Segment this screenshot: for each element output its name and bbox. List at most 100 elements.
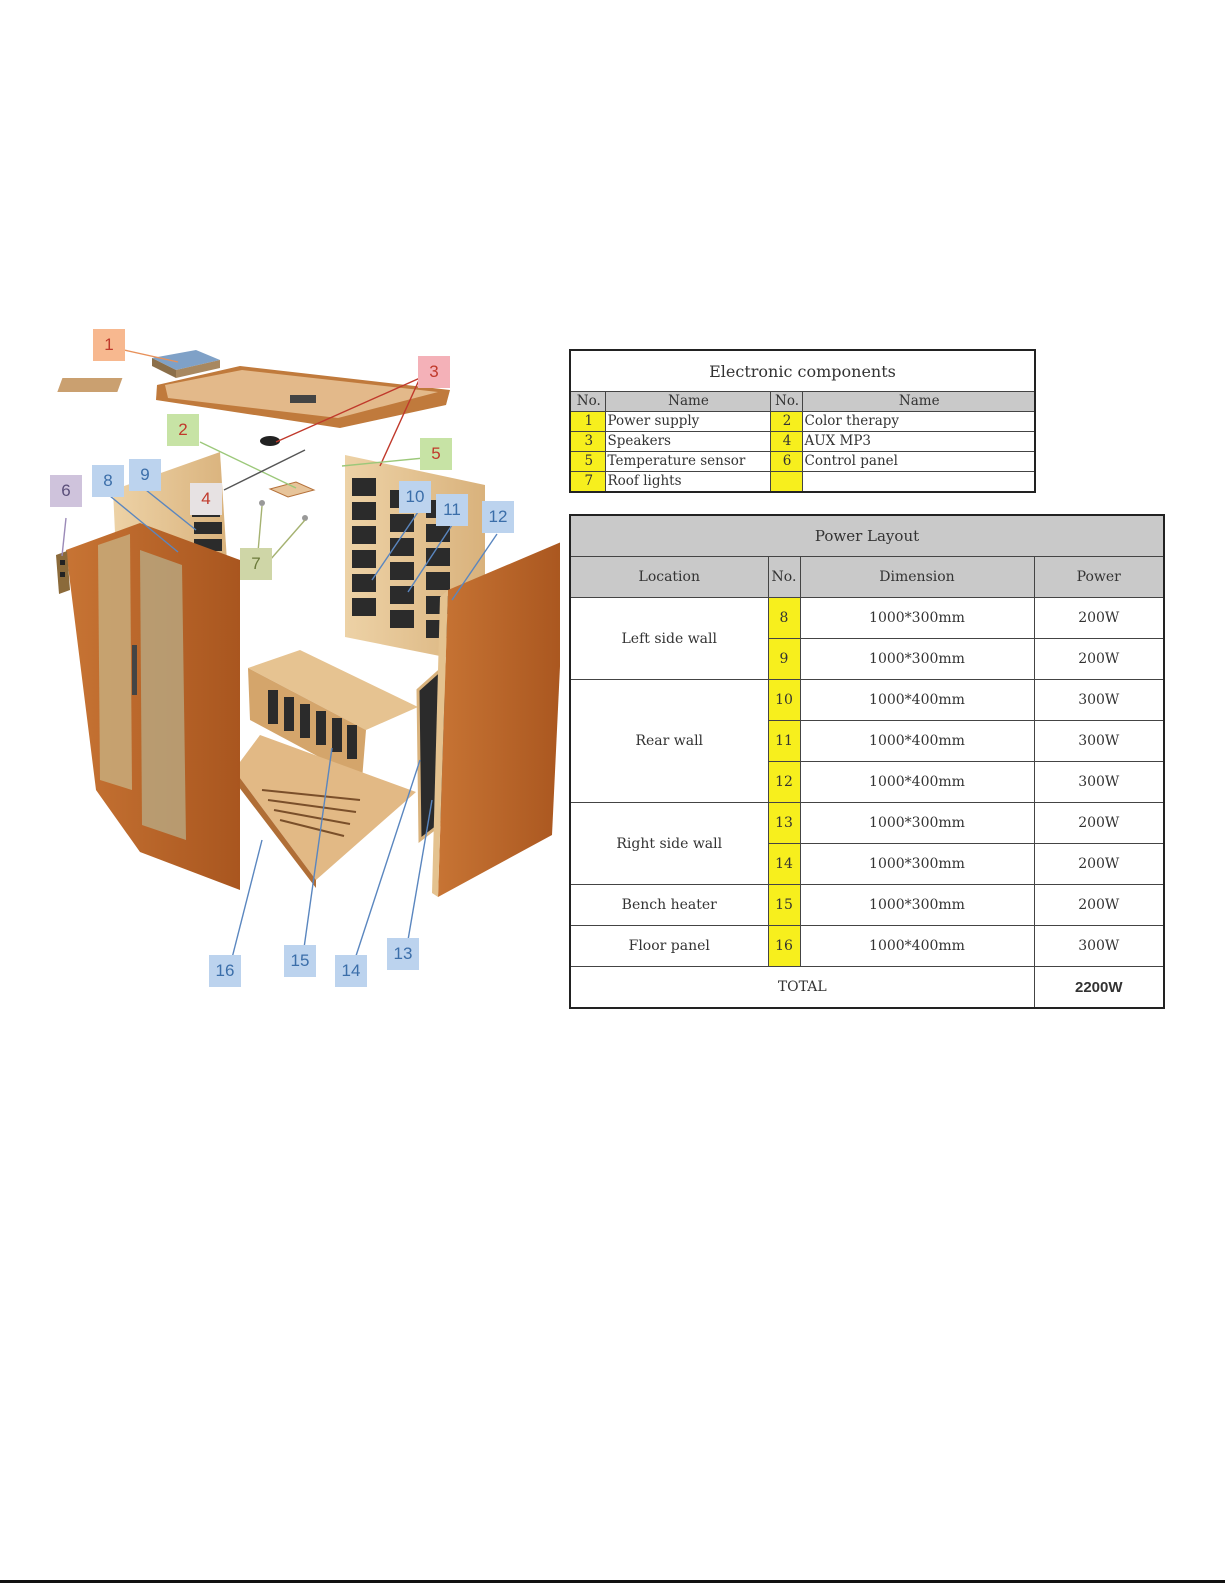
table-row: 5 Temperature sensor 6 Control panel [569, 451, 1036, 472]
control-panel [56, 551, 70, 594]
header-name: Name [604, 391, 771, 412]
right-side-wall [432, 542, 560, 897]
power-cell: 300W [1033, 925, 1165, 967]
callout-label: 3 [429, 362, 439, 381]
location-cell: Left side wall [569, 597, 769, 680]
table-row: 1 Power supply 2 Color therapy [569, 411, 1036, 432]
table-row: Right side wall 13 1000*300mm 200W [569, 802, 1165, 885]
component-number: 7 [569, 471, 606, 493]
dimension-cell: 1000*400mm [799, 720, 1035, 762]
power-cell: 200W [1033, 638, 1165, 680]
component-name: Color therapy [801, 411, 1036, 432]
component-name [801, 471, 1036, 493]
total-row: TOTAL 2200W [569, 966, 1165, 1009]
callout-8: 8 [92, 465, 124, 497]
dimension-cell: 1000*300mm [799, 638, 1035, 680]
component-number: 4 [769, 431, 803, 452]
dimension-cell: 1000*300mm [799, 802, 1035, 844]
table-row: Left side wall 8 1000*300mm 200W [569, 597, 1165, 680]
component-name: Power supply [604, 411, 771, 432]
callout-9: 9 [129, 459, 161, 491]
power-cell: 200W [1033, 802, 1165, 844]
electronic-table-title: Electronic components [569, 349, 1036, 392]
heater-number: 10 [767, 679, 801, 721]
header-location: Location [569, 556, 769, 598]
callout-label: 16 [215, 961, 235, 980]
roof-light-1 [259, 500, 265, 506]
callout-1: 1 [93, 329, 125, 361]
total-value: 2200W [1033, 966, 1165, 1009]
table-row: Rear wall 10 1000*400mm 300W [569, 679, 1165, 803]
power-supply-box [152, 350, 220, 378]
callout-10: 10 [399, 481, 431, 513]
callout-label: 9 [140, 465, 150, 484]
callout-label: 11 [443, 500, 461, 519]
power-cell: 300W [1033, 679, 1165, 721]
component-number: 6 [769, 451, 803, 472]
heater-number: 12 [767, 761, 801, 803]
component-number: 2 [769, 411, 803, 432]
component-number [769, 471, 803, 493]
floor-panel [232, 735, 416, 888]
front-door-panel [66, 523, 240, 890]
callout-11: 11 [436, 494, 468, 526]
component-name: Temperature sensor [604, 451, 771, 472]
callout-label: 12 [488, 507, 508, 526]
power-cell: 200W [1033, 843, 1165, 885]
callout-label: 13 [393, 944, 413, 963]
power-cell: 200W [1033, 597, 1165, 639]
component-number: 3 [569, 431, 606, 452]
location-cell: Bench heater [569, 884, 769, 926]
location-cell: Rear wall [569, 679, 769, 803]
callout-label: 14 [341, 961, 361, 980]
callout-15: 15 [284, 945, 316, 977]
dimension-cell: 1000*300mm [799, 843, 1035, 885]
callout-6: 6 [50, 475, 82, 507]
callout-7: 7 [240, 548, 272, 580]
callout-label: 5 [431, 444, 441, 463]
sauna-exploded-diagram [56, 349, 560, 963]
power-table-title: Power Layout [569, 514, 1165, 557]
heater-number: 16 [767, 925, 801, 967]
table-row: Floor panel 16 1000*400mm 300W [569, 925, 1165, 967]
total-label: TOTAL [569, 966, 1035, 1009]
callout-label: 7 [251, 554, 261, 573]
header-no: No. [569, 391, 606, 412]
power-cell: 200W [1033, 884, 1165, 926]
table-row: 7 Roof lights [569, 471, 1036, 493]
heater-number: 15 [767, 884, 801, 926]
callout-label: 10 [405, 487, 425, 506]
dimension-cell: 1000*400mm [799, 925, 1035, 967]
callout-5: 5 [420, 438, 452, 470]
roof-panel [57, 366, 450, 428]
callout-label: 15 [290, 951, 310, 970]
table-row: 12 1000*400mm 300W [570, 761, 1165, 803]
electronic-components-table: Electronic components No. Name No. Name … [569, 349, 1036, 493]
header-name: Name [801, 391, 1036, 412]
header-power: Power [1033, 556, 1165, 598]
callout-3: 3 [418, 356, 450, 388]
callout-13: 13 [387, 938, 419, 970]
leader-lines [61, 349, 498, 963]
callout-label: 2 [178, 420, 188, 439]
callout-14: 14 [335, 955, 367, 987]
component-name: Roof lights [604, 471, 771, 493]
dimension-cell: 1000*400mm [799, 679, 1035, 721]
power-layout-table: Power Layout Location No. Dimension Powe… [569, 514, 1165, 1009]
color-therapy-light [268, 481, 316, 498]
callout-label: 1 [104, 335, 114, 354]
callout-4: 4 [190, 483, 222, 515]
power-cell: 300W [1033, 720, 1165, 762]
bench [248, 650, 418, 780]
heater-number: 13 [767, 802, 801, 844]
callout-label: 8 [103, 471, 113, 490]
header-no: No. [769, 391, 803, 412]
power-cell: 300W [1033, 761, 1165, 803]
component-name: Speakers [604, 431, 771, 452]
dimension-cell: 1000*300mm [799, 597, 1035, 639]
page-bottom-rule [0, 1580, 1225, 1583]
speaker-left [260, 436, 280, 446]
header-no: No. [767, 556, 801, 598]
component-name: Control panel [801, 451, 1036, 472]
component-number: 1 [569, 411, 606, 432]
